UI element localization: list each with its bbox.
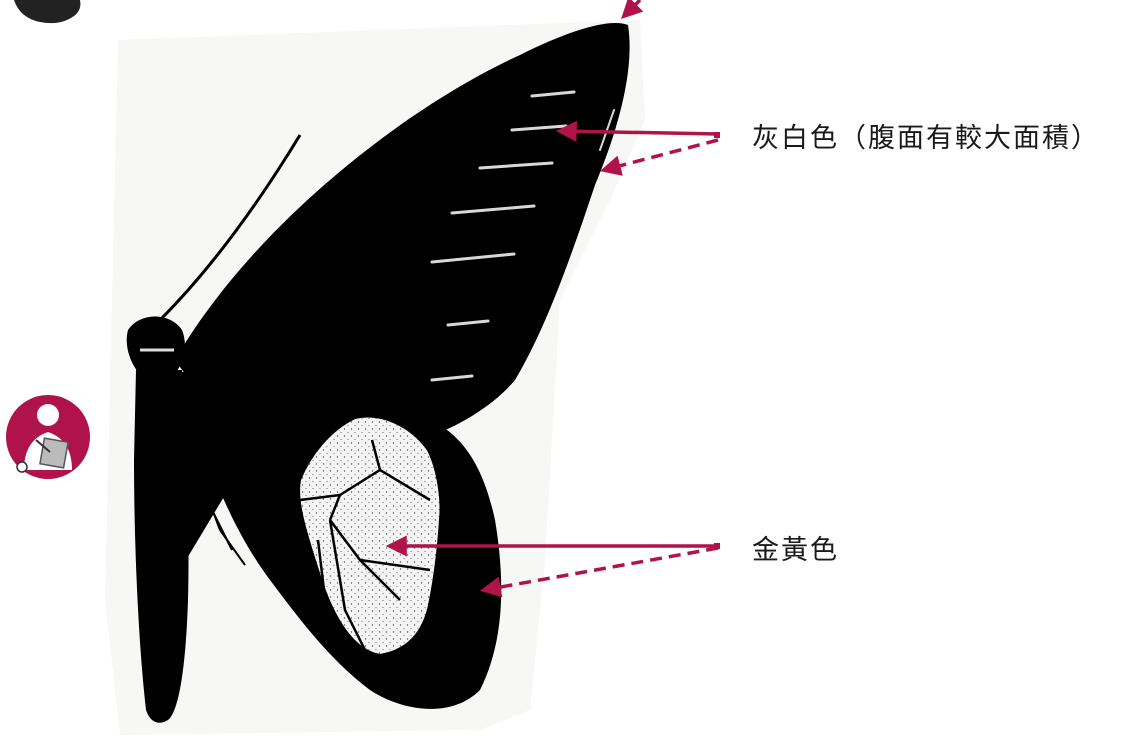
top-arrow-dashed [624, 0, 640, 16]
forewing-arrow-anchor [714, 132, 720, 138]
hindwing-arrow-anchor [714, 543, 720, 549]
reader-note-icon [6, 395, 90, 479]
dark-blob-icon [14, 0, 80, 23]
thorax [127, 317, 185, 373]
forewing-color-label: 灰白色（腹面有較大面積） [752, 116, 1100, 155]
hindwing-color-label: 金黃色 [752, 528, 839, 567]
